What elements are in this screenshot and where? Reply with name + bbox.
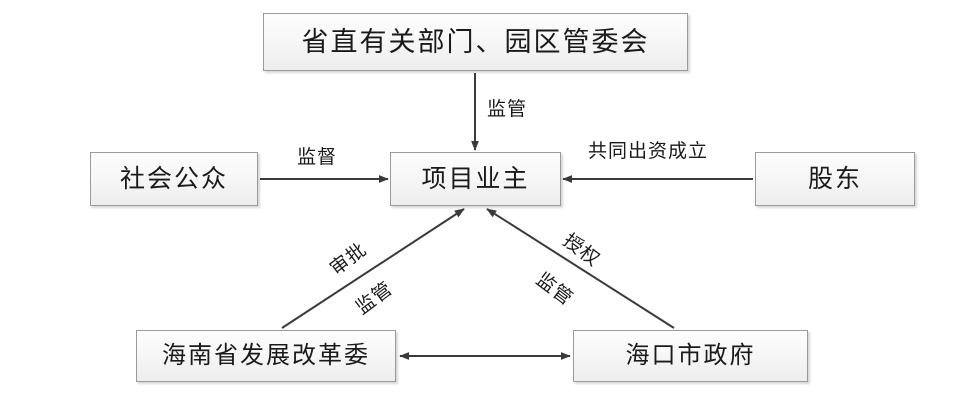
node-shareholders[interactable]: 股东 [755,152,915,206]
edge-label-supervision-top: 监管 [487,99,528,120]
edge-bottom-right-to-center [486,208,675,329]
node-public[interactable]: 社会公众 [90,152,258,206]
node-label: 股东 [807,165,862,193]
edge-label-supervision-bottom-left: 监管 [352,278,397,319]
edge-label-approval: 审批 [326,239,371,280]
node-label: 社会公众 [119,165,228,193]
node-label: 海南省发展改革委 [162,343,370,369]
node-haikou-government[interactable]: 海口市政府 [573,330,808,382]
node-hainan-ndrc[interactable]: 海南省发展改革委 [136,330,396,382]
node-label: 项目业主 [421,165,530,193]
edge-label-supervision-bottom-right: 监管 [531,269,577,311]
node-provincial-departments[interactable]: 省直有关部门、园区管委会 [263,13,688,71]
node-label: 海口市政府 [625,343,756,369]
edge-label-oversight-left: 监督 [297,147,338,168]
node-project-owner[interactable]: 项目业主 [390,152,561,206]
edge-label-joint-investment: 共同出资成立 [588,141,709,162]
edge-label-authorization: 授权 [558,230,604,272]
node-label: 省直有关部门、园区管委会 [301,26,650,57]
